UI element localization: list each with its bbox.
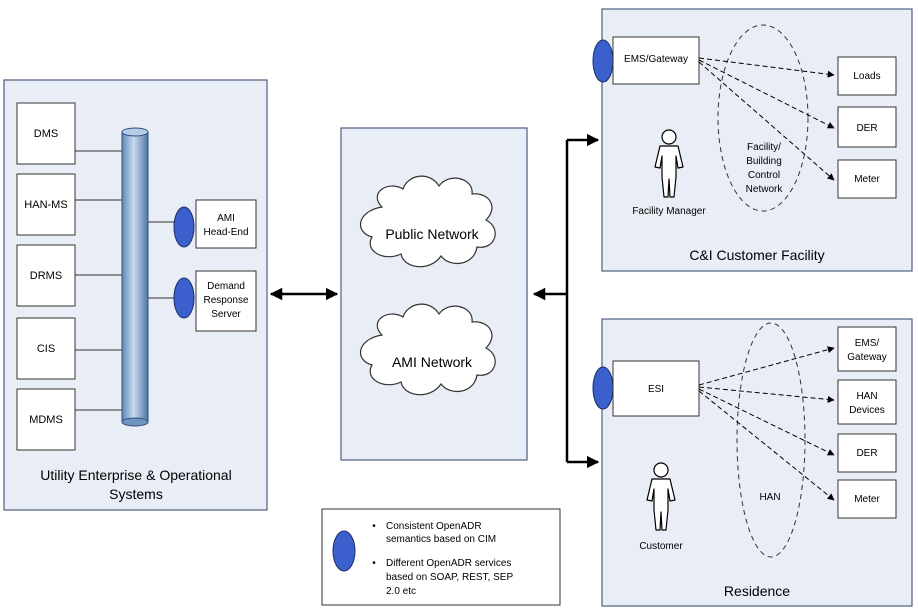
- head-end-label-line2: Head-End: [203, 227, 248, 238]
- enterprise-bus-cylinder: [121, 127, 149, 427]
- legend-item1-line2: semantics based on CIM: [386, 534, 496, 545]
- dashed-arrow: [698, 59, 835, 129]
- han-ellipse: [736, 322, 806, 558]
- network-connectors: [269, 133, 600, 469]
- residence-title: Residence: [724, 583, 790, 599]
- dashed-arrow: [698, 390, 835, 501]
- system-box-mdms: MDMS: [16, 388, 76, 451]
- dr-server-label-line3: Server: [211, 309, 241, 320]
- ems-gateway-box: EMS/Gateway: [612, 36, 700, 85]
- system-label-cis: CIS: [37, 343, 55, 355]
- legend-item2-line3: 2.0 etc: [386, 586, 416, 597]
- han-label: HAN: [759, 492, 780, 503]
- loads-label: Loads: [853, 71, 880, 82]
- control-network-label-line2: Building: [746, 156, 782, 167]
- dashed-arrow: [698, 386, 835, 403]
- openadr-interface-icon: [173, 206, 195, 248]
- residence-ems-label-line1: EMS/: [855, 338, 880, 349]
- residence-der-label: DER: [856, 448, 877, 459]
- system-box-drms: DRMS: [16, 244, 76, 307]
- control-network-label-line3: Control: [748, 170, 780, 181]
- system-label-drms: DRMS: [30, 270, 62, 282]
- facility-manager-label: Facility Manager: [632, 206, 706, 217]
- utility-title-line2: Systems: [109, 486, 163, 502]
- residence-meter-label: Meter: [854, 494, 880, 505]
- openadr-interface-icon: [332, 530, 356, 572]
- legend-item2-line1: Different OpenADR services: [386, 558, 511, 569]
- han-devices-box: HAN Devices: [837, 379, 897, 425]
- esi-label: ESI: [648, 384, 664, 395]
- openadr-interface-icon: [592, 39, 614, 83]
- control-network-label-line4: Network: [746, 184, 784, 195]
- meter-label: Meter: [854, 174, 880, 185]
- public-network-label: Public Network: [385, 226, 479, 242]
- control-network-label-line1: Facility/: [747, 142, 781, 153]
- openadr-interface-icon: [592, 366, 614, 410]
- head-end-label-line1: AMI: [217, 213, 235, 224]
- legend-box: • Consistent OpenADR semantics based on …: [321, 508, 561, 606]
- public-network-cloud: Public Network: [359, 175, 496, 268]
- utility-title-line1: Utility Enterprise & Operational: [40, 467, 231, 483]
- legend-bullet: •: [372, 521, 376, 532]
- demand-response-server-box: Demand Response Server: [195, 270, 257, 332]
- system-label-mdms: MDMS: [29, 414, 63, 426]
- utility-systems-panel: DMS HAN-MS DRMS CIS MDMS A: [3, 79, 268, 511]
- system-box-han-ms: HAN-MS: [16, 173, 76, 236]
- dashed-arrow: [698, 388, 835, 456]
- dashed-arrow: [698, 57, 835, 78]
- system-label-dms: DMS: [34, 128, 58, 140]
- han-devices-label-line1: HAN: [856, 391, 877, 402]
- facility-der-box: DER: [837, 106, 897, 148]
- openadr-interface-icon: [173, 277, 195, 319]
- ami-network-cloud: AMI Network: [359, 303, 496, 396]
- dr-server-label-line1: Demand: [207, 281, 245, 292]
- control-network-ellipse: [717, 24, 809, 212]
- ami-head-end-box: AMI Head-End: [195, 199, 257, 249]
- customer-label: Customer: [639, 541, 683, 552]
- facility-title: C&I Customer Facility: [689, 247, 824, 263]
- legend-bullet: •: [372, 558, 376, 569]
- system-box-cis: CIS: [16, 317, 76, 380]
- network-panel: Public Network AMI Network: [340, 127, 528, 461]
- legend-item1-line1: Consistent OpenADR: [386, 521, 482, 532]
- ems-gateway-label: EMS/Gateway: [624, 54, 688, 65]
- dashed-arrow: [698, 61, 835, 181]
- han-devices-label-line2: Devices: [849, 405, 885, 416]
- dr-server-label-line2: Response: [203, 295, 248, 306]
- esi-box: ESI: [612, 360, 700, 417]
- der-label: DER: [856, 123, 877, 134]
- dashed-arrow: [698, 346, 835, 386]
- residence-meter-box: Meter: [837, 479, 897, 519]
- system-box-dms: DMS: [16, 102, 76, 165]
- facility-meter-box: Meter: [837, 159, 897, 199]
- residence-ems-label-line2: Gateway: [847, 352, 886, 363]
- ci-facility-panel: EMS/Gateway Facility/ Building Control N…: [592, 8, 913, 272]
- residence-der-box: DER: [837, 433, 897, 473]
- residence-panel: ESI HAN EMS/ Gateway HAN Devices DER Met…: [592, 318, 913, 607]
- facility-loads-box: Loads: [837, 56, 897, 96]
- system-label-han-ms: HAN-MS: [24, 199, 67, 211]
- legend-item2-line2: based on SOAP, REST, SEP: [386, 572, 513, 583]
- residence-ems-gateway-box: EMS/ Gateway: [837, 326, 897, 372]
- ami-network-label: AMI Network: [392, 354, 473, 370]
